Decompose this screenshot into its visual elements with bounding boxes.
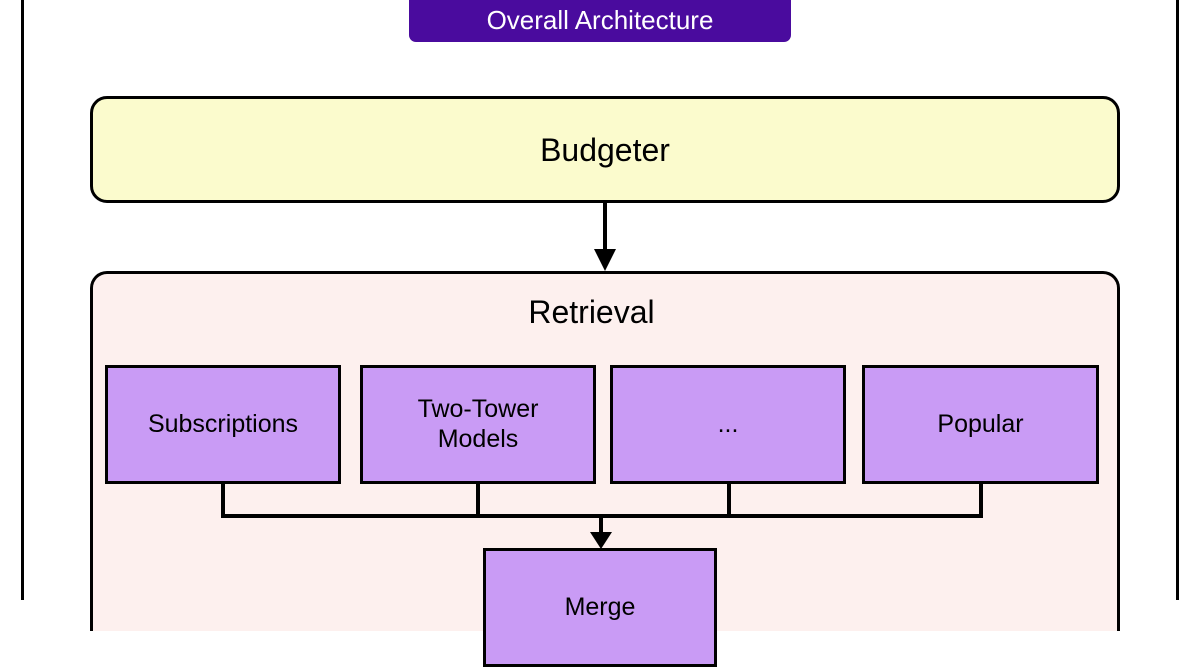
retrieval-source-label: Two-Tower Models: [417, 395, 539, 453]
retrieval-merge-node[interactable]: Merge: [483, 548, 717, 667]
merge-connector-arrow-icon: [590, 532, 612, 549]
retrieval-merge-label: Merge: [564, 593, 636, 621]
retrieval-source-ellipsis[interactable]: ...: [610, 365, 846, 484]
retrieval-source-two-tower-models[interactable]: Two-Tower Models: [360, 365, 596, 484]
merge-connector-stub-ellipsis: [727, 484, 731, 518]
retrieval-source-label: ...: [717, 409, 739, 438]
budgeter-node[interactable]: Budgeter: [90, 96, 1120, 203]
retrieval-source-subscriptions[interactable]: Subscriptions: [105, 365, 341, 484]
architecture-diagram-canvas: Overall Architecture Budgeter Retrieval …: [21, 0, 1179, 667]
retrieval-source-popular[interactable]: Popular: [862, 365, 1099, 484]
merge-connector-drop-line: [599, 514, 603, 539]
retrieval-stage-label: Retrieval: [528, 294, 655, 330]
retrieval-source-label: Subscriptions: [147, 409, 299, 438]
merge-connector-stub-two-tower-models: [476, 484, 480, 518]
outer-frame-right-rule: [1176, 0, 1179, 600]
merge-connector-stub-popular: [979, 484, 983, 518]
budgeter-to-retrieval-connector-line: [603, 203, 607, 255]
merge-connector-stub-subscriptions: [221, 484, 225, 518]
budgeter-to-retrieval-arrow-icon: [594, 249, 616, 271]
budgeter-label: Budgeter: [540, 131, 670, 168]
diagram-title-label: Overall Architecture: [486, 5, 714, 35]
retrieval-source-label: Popular: [937, 409, 1024, 438]
outer-frame-left-rule: [21, 0, 24, 600]
diagram-title-badge: Overall Architecture: [409, 0, 791, 42]
